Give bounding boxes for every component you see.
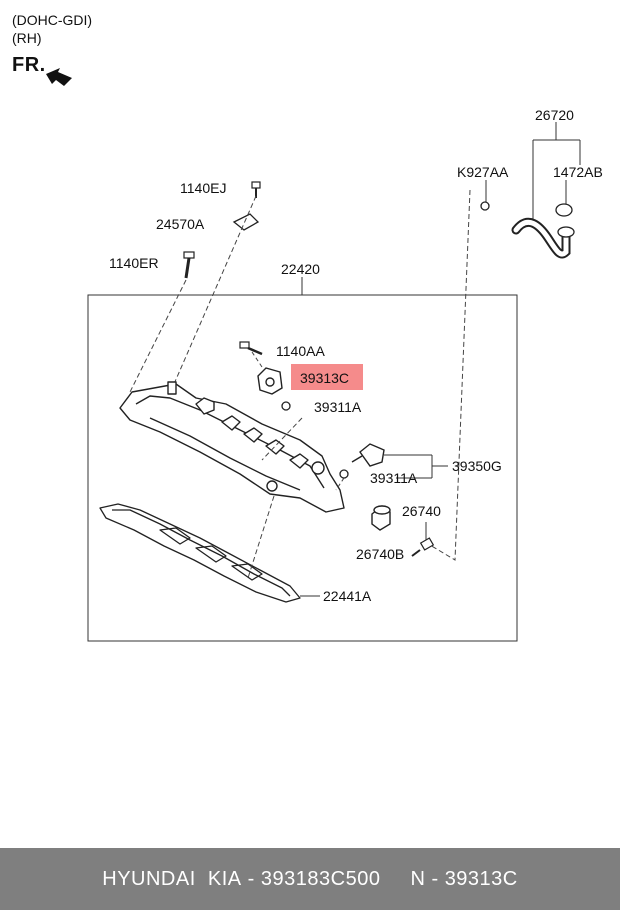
part-label-22420[interactable]: 22420 — [281, 261, 320, 277]
part-label-26740[interactable]: 26740 — [402, 503, 441, 519]
highlight-box — [291, 364, 363, 390]
diagram-drawing — [46, 68, 581, 642]
part-label-24570a[interactable]: 24570A — [156, 216, 205, 232]
part-label-39311a-mid[interactable]: 39311A — [370, 470, 418, 486]
part-label-k927aa[interactable]: K927AA — [457, 164, 509, 180]
part-label-39350g[interactable]: 39350G — [452, 458, 502, 474]
clamp-icon — [555, 203, 573, 217]
o-ring-top-icon — [281, 401, 291, 411]
sep-1: - — [241, 867, 261, 890]
part-label-39313c[interactable]: 39313C — [300, 370, 350, 386]
grommet-26740b-icon — [371, 505, 391, 531]
part-label-1140ej[interactable]: 1140EJ — [180, 180, 227, 196]
front-arrow-icon — [46, 68, 72, 86]
bracket-24570a-icon — [232, 213, 260, 231]
part-label-26720[interactable]: 26720 — [535, 107, 574, 123]
side-label: (RH) — [12, 30, 42, 46]
part-label-22441a[interactable]: 22441A — [323, 588, 372, 604]
brand-text: HYUNDAI KIA — [102, 867, 242, 890]
part-label-1140aa[interactable]: 1140AA — [276, 343, 325, 359]
cylinder-head-cover — [119, 381, 345, 513]
sep-2: - — [425, 867, 445, 890]
gasket-22441a — [99, 503, 301, 603]
part-info-bar: HYUNDAI KIA - 393183C500 N - 39313C — [0, 848, 620, 910]
pcv-valve-26740-icon — [411, 537, 435, 557]
part-number-text: 393183C500 — [260, 867, 381, 890]
ref-text: 39313C — [444, 867, 518, 890]
part-label-1140er[interactable]: 1140ER — [109, 255, 159, 271]
parts-diagram: (DOHC-GDI) (RH) FR. 26720 K927AA 1472AB … — [12, 12, 603, 642]
sensor-39350g-icon — [351, 443, 385, 467]
part-label-26740b[interactable]: 26740B — [356, 546, 405, 562]
ref-prefix: N — [410, 867, 426, 890]
bolt-1140er-icon — [183, 251, 195, 279]
engine-type-label: (DOHC-GDI) — [12, 12, 93, 28]
bolt-1140aa-icon — [239, 341, 263, 356]
front-indicator: FR. — [12, 54, 46, 76]
o-ring-mid-icon — [339, 469, 349, 479]
bolt-1140ej-icon — [251, 181, 261, 198]
grommet-icon — [480, 201, 490, 211]
part-label-39311a-top[interactable]: 39311A — [314, 399, 362, 415]
part-label-1472ab[interactable]: 1472AB — [553, 164, 603, 180]
sensor-39313c-icon — [257, 367, 283, 395]
